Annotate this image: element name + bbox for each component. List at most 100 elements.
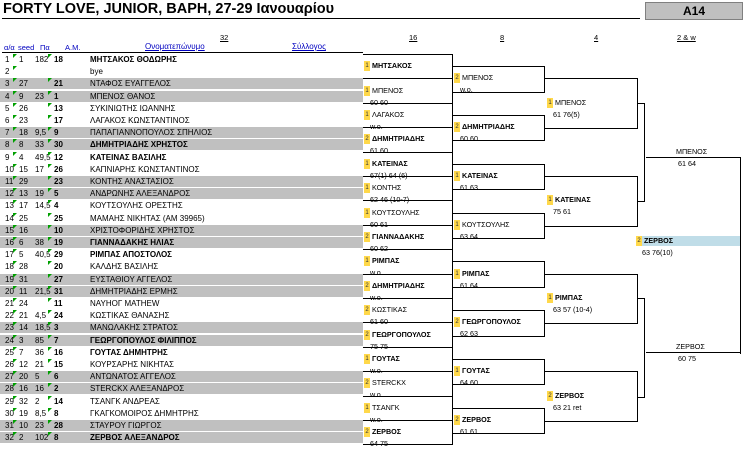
player-name: ΝΤΑΦΟΣ ΕΥΑΓΓΕΛΟΣ [90,79,171,89]
slot-marker-icon: 2 [364,329,370,340]
match-score: 63 64 [460,231,478,241]
player-number: 23 [5,323,14,333]
finalist-slot[interactable]: ΖΕΡΒΟΣ [646,342,740,352]
player-number: 15 [5,225,14,235]
slot-name: ΓΕΩΡΓΟΠΟΥΛΟΣ [462,317,521,327]
header-num: α/α [4,43,15,52]
player-name: ΜΗΤΣΑΚΟΣ ΘΟΔΩΡΗΣ [90,55,177,64]
slot-marker-icon: 1 [364,85,370,96]
header-club: Σύλλογος [292,42,326,51]
slot-name: ΡΙΜΠΑΣ [462,268,490,278]
player-seed: 24 [19,299,28,308]
header-r8: 8 [500,33,505,42]
slot-marker-icon: 1 [547,97,553,108]
slot-marker-icon: 1 [364,256,370,267]
finalist-slot[interactable]: ΜΠΕΝΟΣ [646,147,740,157]
match-score: 62 46 (10-7) [370,195,410,205]
player-seed: 17 [19,201,28,211]
player-number: 26 [5,360,14,369]
player-name: bye [90,67,103,77]
slot-name: ΖΕΡΒΟΣ [372,427,402,437]
match-score: 62 63 [460,329,478,339]
slot-marker-icon: 2 [454,317,460,328]
slot-marker-icon: 1 [364,183,370,194]
player-am: 14 [54,396,63,406]
slot-underline [646,351,740,353]
player-rank: 36 [35,347,44,357]
am-marker-icon [48,163,52,168]
player-number: 24 [5,335,14,345]
player-name: ΚΑΠΝΙΑΡΗΣ ΚΩΝΣΤΑΝΤΙΝΟΣ [90,164,200,174]
player-name: ΔΗΜΗΤΡΙΑΔΗΣ ΧΡΗΣΤΟΣ [90,140,188,150]
player-am: 29 [54,250,63,260]
slot-marker-icon: 2 [454,73,460,84]
player-name: ΧΡΙΣΤΟΦΟΡΙΔΗΣ ΧΡΗΣΤΟΣ [90,225,195,235]
player-name: ΜΑΜΑΗΣ ΝΙΚΗΤΑΣ (ΑΜ 39965) [90,213,205,223]
slot-marker-icon: 1 [454,219,460,230]
player-name: ΜΑΝΩΛΑΚΗΣ ΣΤΡΑΤΟΣ [90,323,178,333]
bracket-connector [452,66,545,93]
